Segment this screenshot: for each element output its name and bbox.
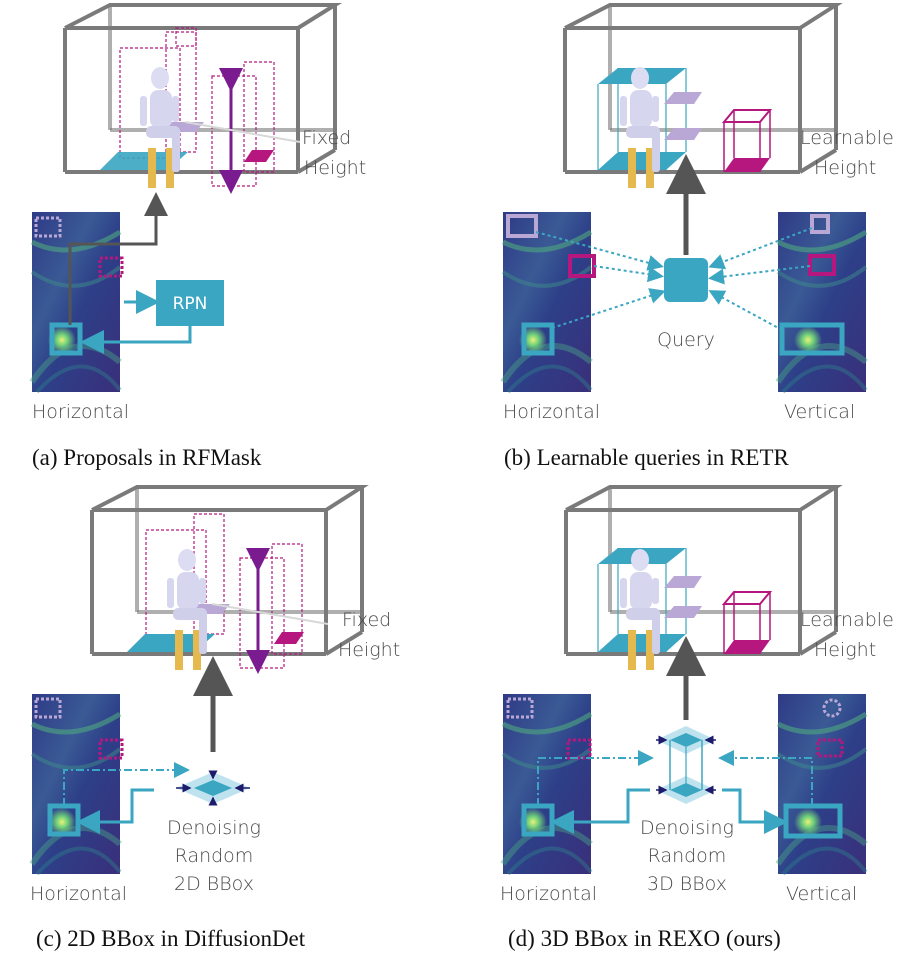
label-fixed-a: Fixed bbox=[302, 127, 351, 149]
denoise-1-c: Denoising bbox=[167, 817, 261, 839]
label-vertical-b: Vertical bbox=[784, 401, 855, 423]
box-magenta-d bbox=[566, 738, 592, 760]
caption-d: (d) 3D BBox in REXO (ours) bbox=[508, 926, 781, 951]
arrow-from-rpn bbox=[80, 326, 192, 354]
heatmap-vertical-b bbox=[778, 212, 866, 392]
proposal-box-magenta-a bbox=[98, 256, 124, 278]
dashdot-arrow-h-d bbox=[537, 750, 654, 806]
bbox-3d-magenta-d bbox=[721, 591, 773, 654]
floor-bbox-b bbox=[598, 152, 686, 170]
caption-b: (b) Learnable queries in RETR bbox=[504, 445, 789, 470]
dashdot-arrow-c bbox=[63, 762, 190, 806]
heatmap-horizontal-c bbox=[32, 694, 120, 874]
label-horizontal-a: Horizontal bbox=[32, 401, 129, 423]
label-query: Query bbox=[657, 329, 715, 351]
query-block bbox=[664, 258, 708, 302]
heatmap-horizontal-a bbox=[32, 212, 120, 392]
label-height-b: Height bbox=[814, 157, 876, 179]
depth-line-a bbox=[184, 121, 301, 143]
label-learnable-d: Learnable bbox=[800, 609, 894, 631]
room-cube-d bbox=[564, 485, 843, 656]
panel-a: Fixed Height RPN Horizontal (a) Proposal… bbox=[32, 3, 366, 470]
faded-top-b bbox=[664, 92, 702, 104]
room-cube-b bbox=[563, 2, 843, 174]
room-cube-a bbox=[63, 3, 343, 174]
label-height-d: Height bbox=[814, 639, 876, 661]
caption-c: (c) 2D BBox in DiffusionDet bbox=[36, 926, 306, 951]
box-lavender-v-d bbox=[822, 698, 842, 718]
arrow-back-v-d bbox=[722, 788, 788, 834]
label-horizontal-b: Horizontal bbox=[503, 401, 600, 423]
bbox-3d-b bbox=[597, 68, 687, 170]
denoise-3-d: 3D BBox bbox=[647, 873, 727, 895]
label-horizontal-c: Horizontal bbox=[30, 883, 127, 905]
label-height-a: Height bbox=[304, 157, 366, 179]
box-magenta-v-d bbox=[816, 738, 844, 758]
label-height-c: Height bbox=[338, 639, 400, 661]
label-horizontal-d: Horizontal bbox=[500, 883, 597, 905]
bbox-3d-magenta-b bbox=[721, 109, 773, 172]
heatmap-horizontal-b bbox=[503, 212, 591, 392]
query-box-teal-v-b bbox=[779, 322, 845, 356]
label-fixed-c: Fixed bbox=[342, 609, 391, 631]
floor-bbox-magenta-a bbox=[244, 150, 274, 162]
denoise-1-d: Denoising bbox=[640, 817, 734, 839]
arrow-back-c bbox=[76, 788, 154, 834]
room-cube-c bbox=[90, 485, 369, 656]
rpn-label: RPN bbox=[173, 294, 208, 314]
panel-b: Learnable Height Query Horizontal Vertic… bbox=[503, 2, 894, 470]
rpn-box bbox=[156, 280, 224, 326]
faded-bottom-d bbox=[664, 606, 702, 618]
denoise-2-d: Random bbox=[648, 845, 727, 867]
faded-bottom-b bbox=[664, 128, 702, 140]
heatmap-horizontal-d bbox=[503, 694, 591, 874]
label-learnable-b: Learnable bbox=[800, 127, 894, 149]
box-lavender-c bbox=[34, 697, 62, 719]
label-vertical-d: Vertical bbox=[786, 883, 857, 905]
box-lavender-d bbox=[506, 697, 534, 719]
denoise-3-c: 2D BBox bbox=[174, 873, 254, 895]
denoise-3d-bbox-d bbox=[656, 726, 716, 804]
query-box-magenta-v-b bbox=[808, 254, 836, 276]
arrow-back-h-d bbox=[550, 788, 650, 834]
query-box-lavender-v-b bbox=[810, 214, 830, 234]
panel-d: Learnable Height Denoising Random bbox=[500, 485, 894, 951]
panel-c: Fixed Height Denoising Random 2D BBox Ho… bbox=[30, 485, 400, 951]
depth-line-c bbox=[211, 603, 329, 625]
heatmap-vertical-d bbox=[778, 694, 866, 874]
proposal-box-lavender-a bbox=[34, 216, 62, 238]
query-connections-b bbox=[535, 227, 813, 331]
floor-bbox-magenta-c bbox=[274, 632, 304, 644]
caption-a: (a) Proposals in RFMask bbox=[32, 445, 262, 470]
box-magenta-c bbox=[98, 738, 124, 760]
floor-bbox-d bbox=[598, 634, 686, 652]
query-box-teal-b bbox=[521, 322, 555, 356]
denoise-2d-bbox-c bbox=[176, 770, 250, 806]
lift-arrow-a bbox=[68, 192, 168, 325]
faded-top-d bbox=[664, 576, 702, 588]
dashdot-arrow-v-d bbox=[718, 750, 813, 806]
query-box-lavender-b bbox=[506, 214, 538, 238]
denoise-2-c: Random bbox=[175, 845, 254, 867]
